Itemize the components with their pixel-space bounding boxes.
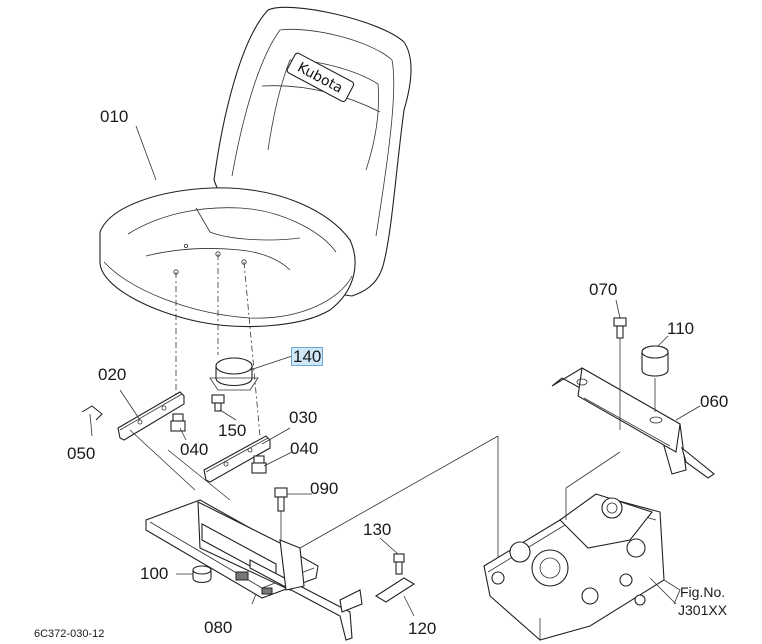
leader-130 [379, 537, 399, 555]
label-part-100[interactable]: 100 [140, 564, 169, 583]
leader-110 [657, 335, 669, 347]
fig-no-label: Fig.No. [680, 584, 726, 600]
label-part-010[interactable]: 010 [100, 107, 129, 126]
leader-040b [263, 451, 293, 467]
label-part-080[interactable]: 080 [204, 618, 233, 637]
leader-120 [403, 595, 415, 617]
label-part-120[interactable]: 120 [408, 619, 437, 638]
leader-fig [649, 577, 677, 605]
part-060-bracket [551, 367, 715, 479]
label-part-140[interactable]: 140 [290, 347, 324, 366]
seat-010: Kubota [99, 6, 412, 327]
leader-150 [219, 409, 237, 421]
label-part-040-right[interactable]: 040 [290, 439, 319, 458]
part-130-bolt [393, 553, 405, 575]
part-090-bolt [274, 487, 288, 512]
label-part-060[interactable]: 060 [700, 392, 729, 411]
part-140-shape [209, 357, 259, 391]
label-part-030[interactable]: 030 [289, 408, 318, 427]
part-100-cap [192, 565, 212, 584]
label-part-150[interactable]: 150 [218, 421, 247, 440]
part-080-rail [145, 499, 363, 641]
part-070-bolt [613, 317, 627, 339]
part-040-bolt-right [251, 455, 267, 474]
leader-050 [89, 413, 93, 437]
part-120-plate [374, 577, 416, 603]
label-part-070[interactable]: 070 [589, 280, 618, 299]
leader-030 [261, 427, 291, 445]
label-part-110[interactable]: 110 [667, 319, 695, 338]
leader-060 [675, 405, 701, 421]
fig-no-value: J301XX [678, 602, 728, 618]
leader-040a [179, 427, 187, 441]
part-110-cap [641, 345, 669, 377]
part-020-bracket [117, 391, 185, 441]
label-part-050[interactable]: 050 [67, 444, 96, 463]
label-part-040-left[interactable]: 040 [180, 440, 209, 459]
leader-140 [249, 355, 293, 371]
leader-070 [615, 299, 621, 319]
label-part-020[interactable]: 020 [98, 365, 127, 384]
leader-080 [251, 593, 257, 605]
leader-010 [135, 125, 157, 181]
part-050-clip [81, 405, 103, 421]
part-040-bolt-left [170, 413, 186, 432]
label-part-130[interactable]: 130 [363, 520, 392, 539]
leader-020 [119, 389, 141, 421]
label-part-090[interactable]: 090 [310, 479, 339, 498]
part-150-bolt [211, 394, 225, 412]
transmission-housing [483, 451, 681, 641]
part-030-bracket [203, 435, 271, 483]
drawing-code: 6C372-030-12 [34, 628, 105, 640]
